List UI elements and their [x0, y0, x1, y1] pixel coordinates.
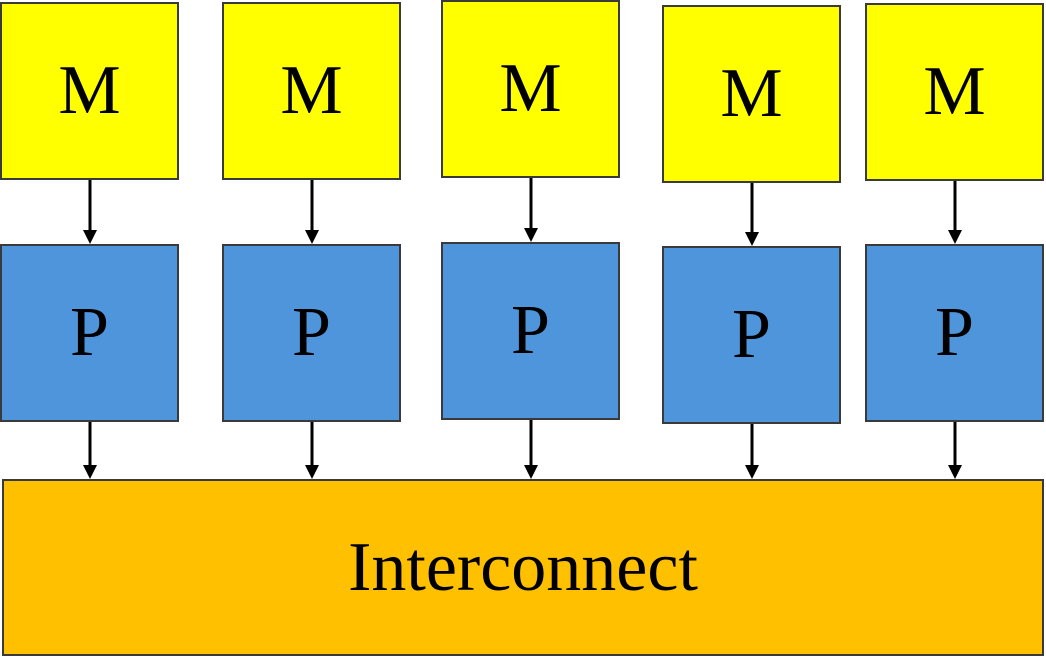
arrow-processor-to-interconnect-5-head	[948, 465, 962, 479]
arrow-processor-to-interconnect-4-head	[745, 465, 759, 479]
arrow-processor-to-interconnect-2-head	[305, 465, 319, 479]
arrow-memory-to-processor-4	[745, 183, 759, 246]
arrow-processor-to-interconnect-4	[745, 424, 759, 479]
arrow-memory-to-processor-1	[83, 180, 97, 244]
arrow-memory-to-processor-4-head	[745, 232, 759, 246]
arrow-processor-to-interconnect-2	[305, 422, 319, 479]
arrow-memory-to-processor-5-head	[948, 230, 962, 244]
arrow-processor-to-interconnect-1	[83, 422, 97, 479]
processor-box-3: P	[441, 242, 620, 420]
processor-label: P	[935, 294, 974, 371]
arrow-processor-to-interconnect-5	[948, 422, 962, 479]
processor-box-2: P	[222, 244, 401, 422]
processor-box-1: P	[0, 244, 179, 422]
memory-label: M	[280, 52, 343, 129]
arrow-memory-to-processor-2	[305, 180, 319, 244]
processor-label: P	[732, 296, 771, 373]
arrow-memory-to-processor-5	[948, 181, 962, 244]
memory-box-5: M	[865, 3, 1044, 181]
memory-label: M	[923, 53, 986, 130]
processor-label: P	[292, 294, 331, 371]
processor-label: P	[70, 294, 109, 371]
memory-box-4: M	[662, 5, 841, 183]
arrow-memory-to-processor-2-head	[305, 230, 319, 244]
memory-box-1: M	[0, 2, 179, 180]
processor-label: P	[511, 292, 550, 369]
arrow-processor-to-interconnect-1-head	[83, 465, 97, 479]
memory-label: M	[499, 50, 562, 127]
interconnect-label: Interconnect	[348, 528, 698, 606]
memory-box-3: M	[441, 0, 620, 178]
arrow-memory-to-processor-3	[524, 178, 538, 242]
processor-box-4: P	[662, 246, 841, 424]
memory-label: M	[720, 55, 783, 132]
memory-label: M	[58, 52, 121, 129]
processor-box-5: P	[865, 244, 1044, 422]
arrow-memory-to-processor-1-head	[83, 230, 97, 244]
interconnect-box: Interconnect	[2, 479, 1044, 656]
arrow-memory-to-processor-3-head	[524, 228, 538, 242]
arrow-processor-to-interconnect-3-head	[524, 465, 538, 479]
memory-box-2: M	[222, 2, 401, 180]
arrow-processor-to-interconnect-3	[524, 420, 538, 479]
